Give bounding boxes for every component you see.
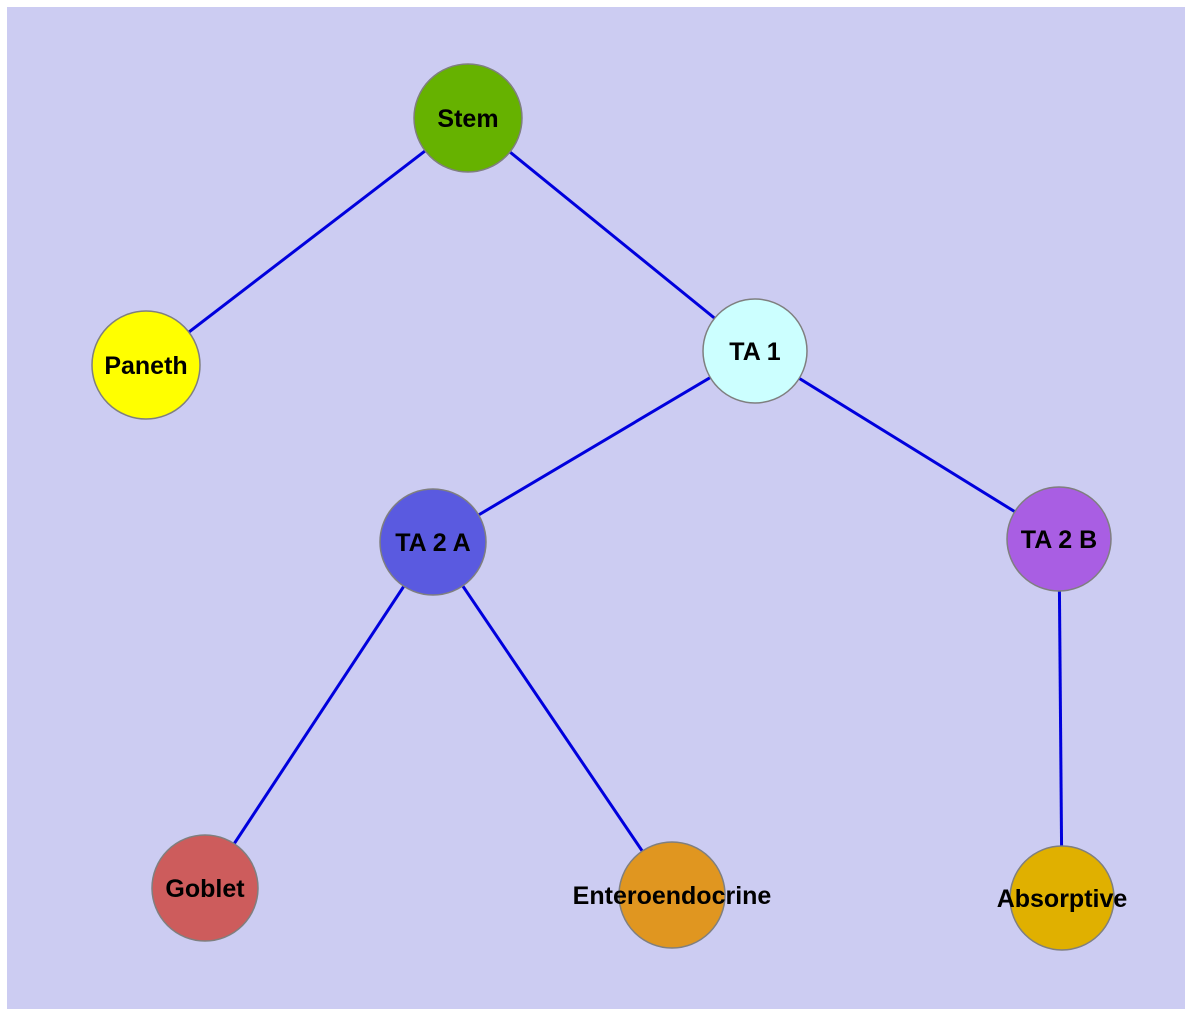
node-label-ta-2-b: TA 2 B (1021, 526, 1097, 554)
edges-layer (145, 116, 1064, 899)
node-circle-ta-2-a (379, 488, 487, 596)
node-enteroendocrine: Enteroendocrine (573, 841, 772, 949)
node-circle-ta-1 (702, 298, 808, 404)
edge-ta-2-a-enteroendocrine (431, 541, 674, 896)
node-circle-goblet (151, 834, 259, 942)
node-ta-2-a: TA 2 A (379, 488, 487, 596)
node-paneth: Paneth (91, 310, 201, 420)
edge-stem-paneth (145, 116, 469, 367)
node-label-ta-2-a: TA 2 A (395, 529, 470, 557)
node-absorptive: Absorptive (997, 845, 1128, 951)
node-circle-stem (413, 63, 523, 173)
node-label-ta-1: TA 1 (729, 338, 780, 366)
node-label-goblet: Goblet (165, 875, 245, 903)
node-label-paneth: Paneth (104, 352, 187, 380)
node-goblet: Goblet (151, 834, 259, 942)
node-circle-ta-2-b (1006, 486, 1112, 592)
node-stem: Stem (413, 63, 523, 173)
node-label-absorptive: Absorptive (997, 885, 1128, 913)
node-circle-paneth (91, 310, 201, 420)
edge-ta-1-ta-2-b (754, 349, 1060, 541)
edge-ta-2-a-goblet (203, 541, 435, 889)
node-label-stem: Stem (437, 105, 498, 133)
node-circle-absorptive (1009, 845, 1115, 951)
node-circle-enteroendocrine (618, 841, 726, 949)
node-ta-1: TA 1 (702, 298, 808, 404)
node-label-enteroendocrine: Enteroendocrine (573, 882, 772, 910)
edge-ta-2-b-absorptive (1057, 538, 1064, 899)
edge-stem-ta-1 (467, 116, 756, 353)
edge-ta-1-ta-2-a (432, 349, 756, 544)
node-ta-2-b: TA 2 B (1006, 486, 1112, 592)
